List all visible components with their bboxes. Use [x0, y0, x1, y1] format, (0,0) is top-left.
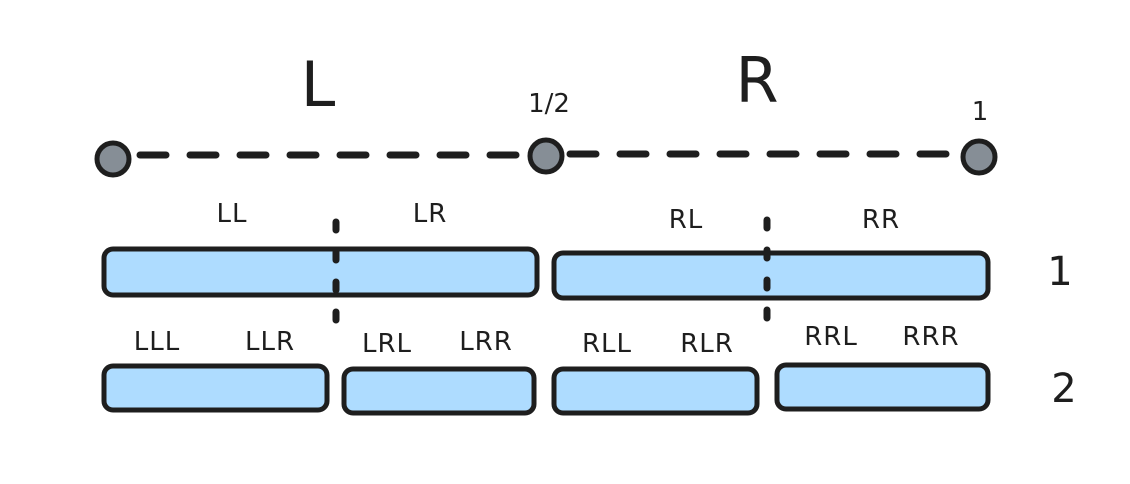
segment-label-LR: LR — [413, 199, 448, 229]
level2-bar-4 — [774, 362, 991, 412]
point-one — [960, 138, 998, 176]
segment-label-RLR: RLR — [680, 329, 734, 359]
segment-label-RLL: RLL — [582, 329, 632, 359]
segment-label-LRR: LRR — [459, 327, 513, 357]
region-label-right: R — [735, 44, 778, 117]
point-half — [527, 137, 565, 175]
level2-bar-3 — [551, 366, 760, 416]
segment-label-RL: RL — [669, 205, 704, 235]
segment-label-LLR: LLR — [245, 327, 295, 357]
level-label-1: 1 — [1047, 249, 1072, 295]
level2-bar-1 — [101, 363, 330, 413]
point-zero — [94, 140, 132, 178]
segment-label-LLL: LLL — [134, 327, 180, 357]
segment-label-RRR: RRR — [902, 322, 959, 352]
segment-label-LRL: LRL — [362, 329, 412, 359]
segment-label-RR: RR — [862, 205, 900, 235]
segment-label-LL: LL — [217, 199, 248, 229]
level1-bar-right — [551, 250, 991, 301]
tick-label-half: 1/2 — [528, 89, 570, 119]
region-label-left: L — [301, 48, 336, 121]
level-label-2: 2 — [1051, 366, 1076, 412]
level1-bar-left — [101, 246, 540, 298]
segment-label-RRL: RRL — [804, 322, 858, 352]
tick-label-one: 1 — [972, 97, 989, 127]
level2-bar-2 — [341, 366, 537, 416]
